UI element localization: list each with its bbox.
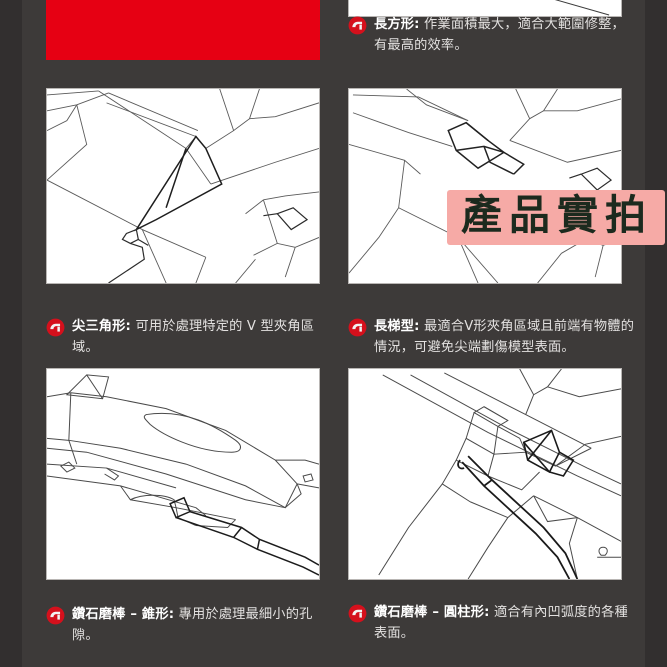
brand-logo-badge-icon xyxy=(46,606,65,625)
caption-text: 尖三角形: 可用於處理特定的 V 型夾角區域。 xyxy=(72,316,326,359)
brand-logo-badge-icon xyxy=(348,318,367,337)
caption-term: 尖三角形: xyxy=(72,319,132,334)
caption-term: 長方形: xyxy=(374,17,420,32)
caption-text: 鑽石磨棒 – 錐形: 專用於處理最細小的孔隙。 xyxy=(72,604,326,647)
brand-logo-badge-icon xyxy=(348,16,367,35)
panel-long-trapezoid xyxy=(348,88,622,284)
panel-diamond-cylinder xyxy=(348,368,622,580)
page-edge-left xyxy=(0,0,22,667)
brand-logo-badge-icon xyxy=(46,318,65,337)
caption-diamond-cylinder: 鑽石磨棒 – 圓柱形: 適合有內凹弧度的各種表面。 xyxy=(348,602,636,645)
caption-desc: 作業面積最大，適合大範圍修整，有最高的效率。 xyxy=(374,17,625,54)
product-photo-watermark: 產品實拍 xyxy=(447,190,665,246)
caption-text: 長梯型: 最適合V形夾角區域且前端有物體的情況，可避免尖端劃傷模型表面。 xyxy=(374,316,636,359)
caption-sharp-triangle: 尖三角形: 可用於處理特定的 V 型夾角區域。 xyxy=(46,316,326,359)
caption-text: 長方形: 作業面積最大，適合大範圍修整，有最高的效率。 xyxy=(374,14,636,57)
panel-red-block xyxy=(46,0,320,60)
panel-rectangle-photo xyxy=(348,0,622,17)
caption-desc: 可用於處理特定的 V 型夾角區域。 xyxy=(72,319,315,356)
page-edge-right xyxy=(645,0,667,667)
panel-sharp-triangle xyxy=(46,88,320,284)
caption-desc: 最適合V形夾角區域且前端有物體的情況，可避免尖端劃傷模型表面。 xyxy=(374,319,635,356)
caption-term: 鑽石磨棒 – 錐形: xyxy=(72,607,175,622)
caption-diamond-cone: 鑽石磨棒 – 錐形: 專用於處理最細小的孔隙。 xyxy=(46,604,326,647)
panel-diamond-cone xyxy=(46,368,320,580)
caption-text: 鑽石磨棒 – 圓柱形: 適合有內凹弧度的各種表面。 xyxy=(374,602,636,645)
caption-desc: 適合有內凹弧度的各種表面。 xyxy=(374,605,628,642)
caption-term: 長梯型: xyxy=(374,319,420,334)
caption-term: 鑽石磨棒 – 圓柱形: xyxy=(374,605,490,620)
brand-logo-badge-icon xyxy=(348,604,367,623)
caption-desc: 專用於處理最細小的孔隙。 xyxy=(72,607,313,644)
caption-rectangle: 長方形: 作業面積最大，適合大範圍修整，有最高的效率。 xyxy=(348,14,636,57)
caption-long-trapezoid: 長梯型: 最適合V形夾角區域且前端有物體的情況，可避免尖端劃傷模型表面。 xyxy=(348,316,636,359)
